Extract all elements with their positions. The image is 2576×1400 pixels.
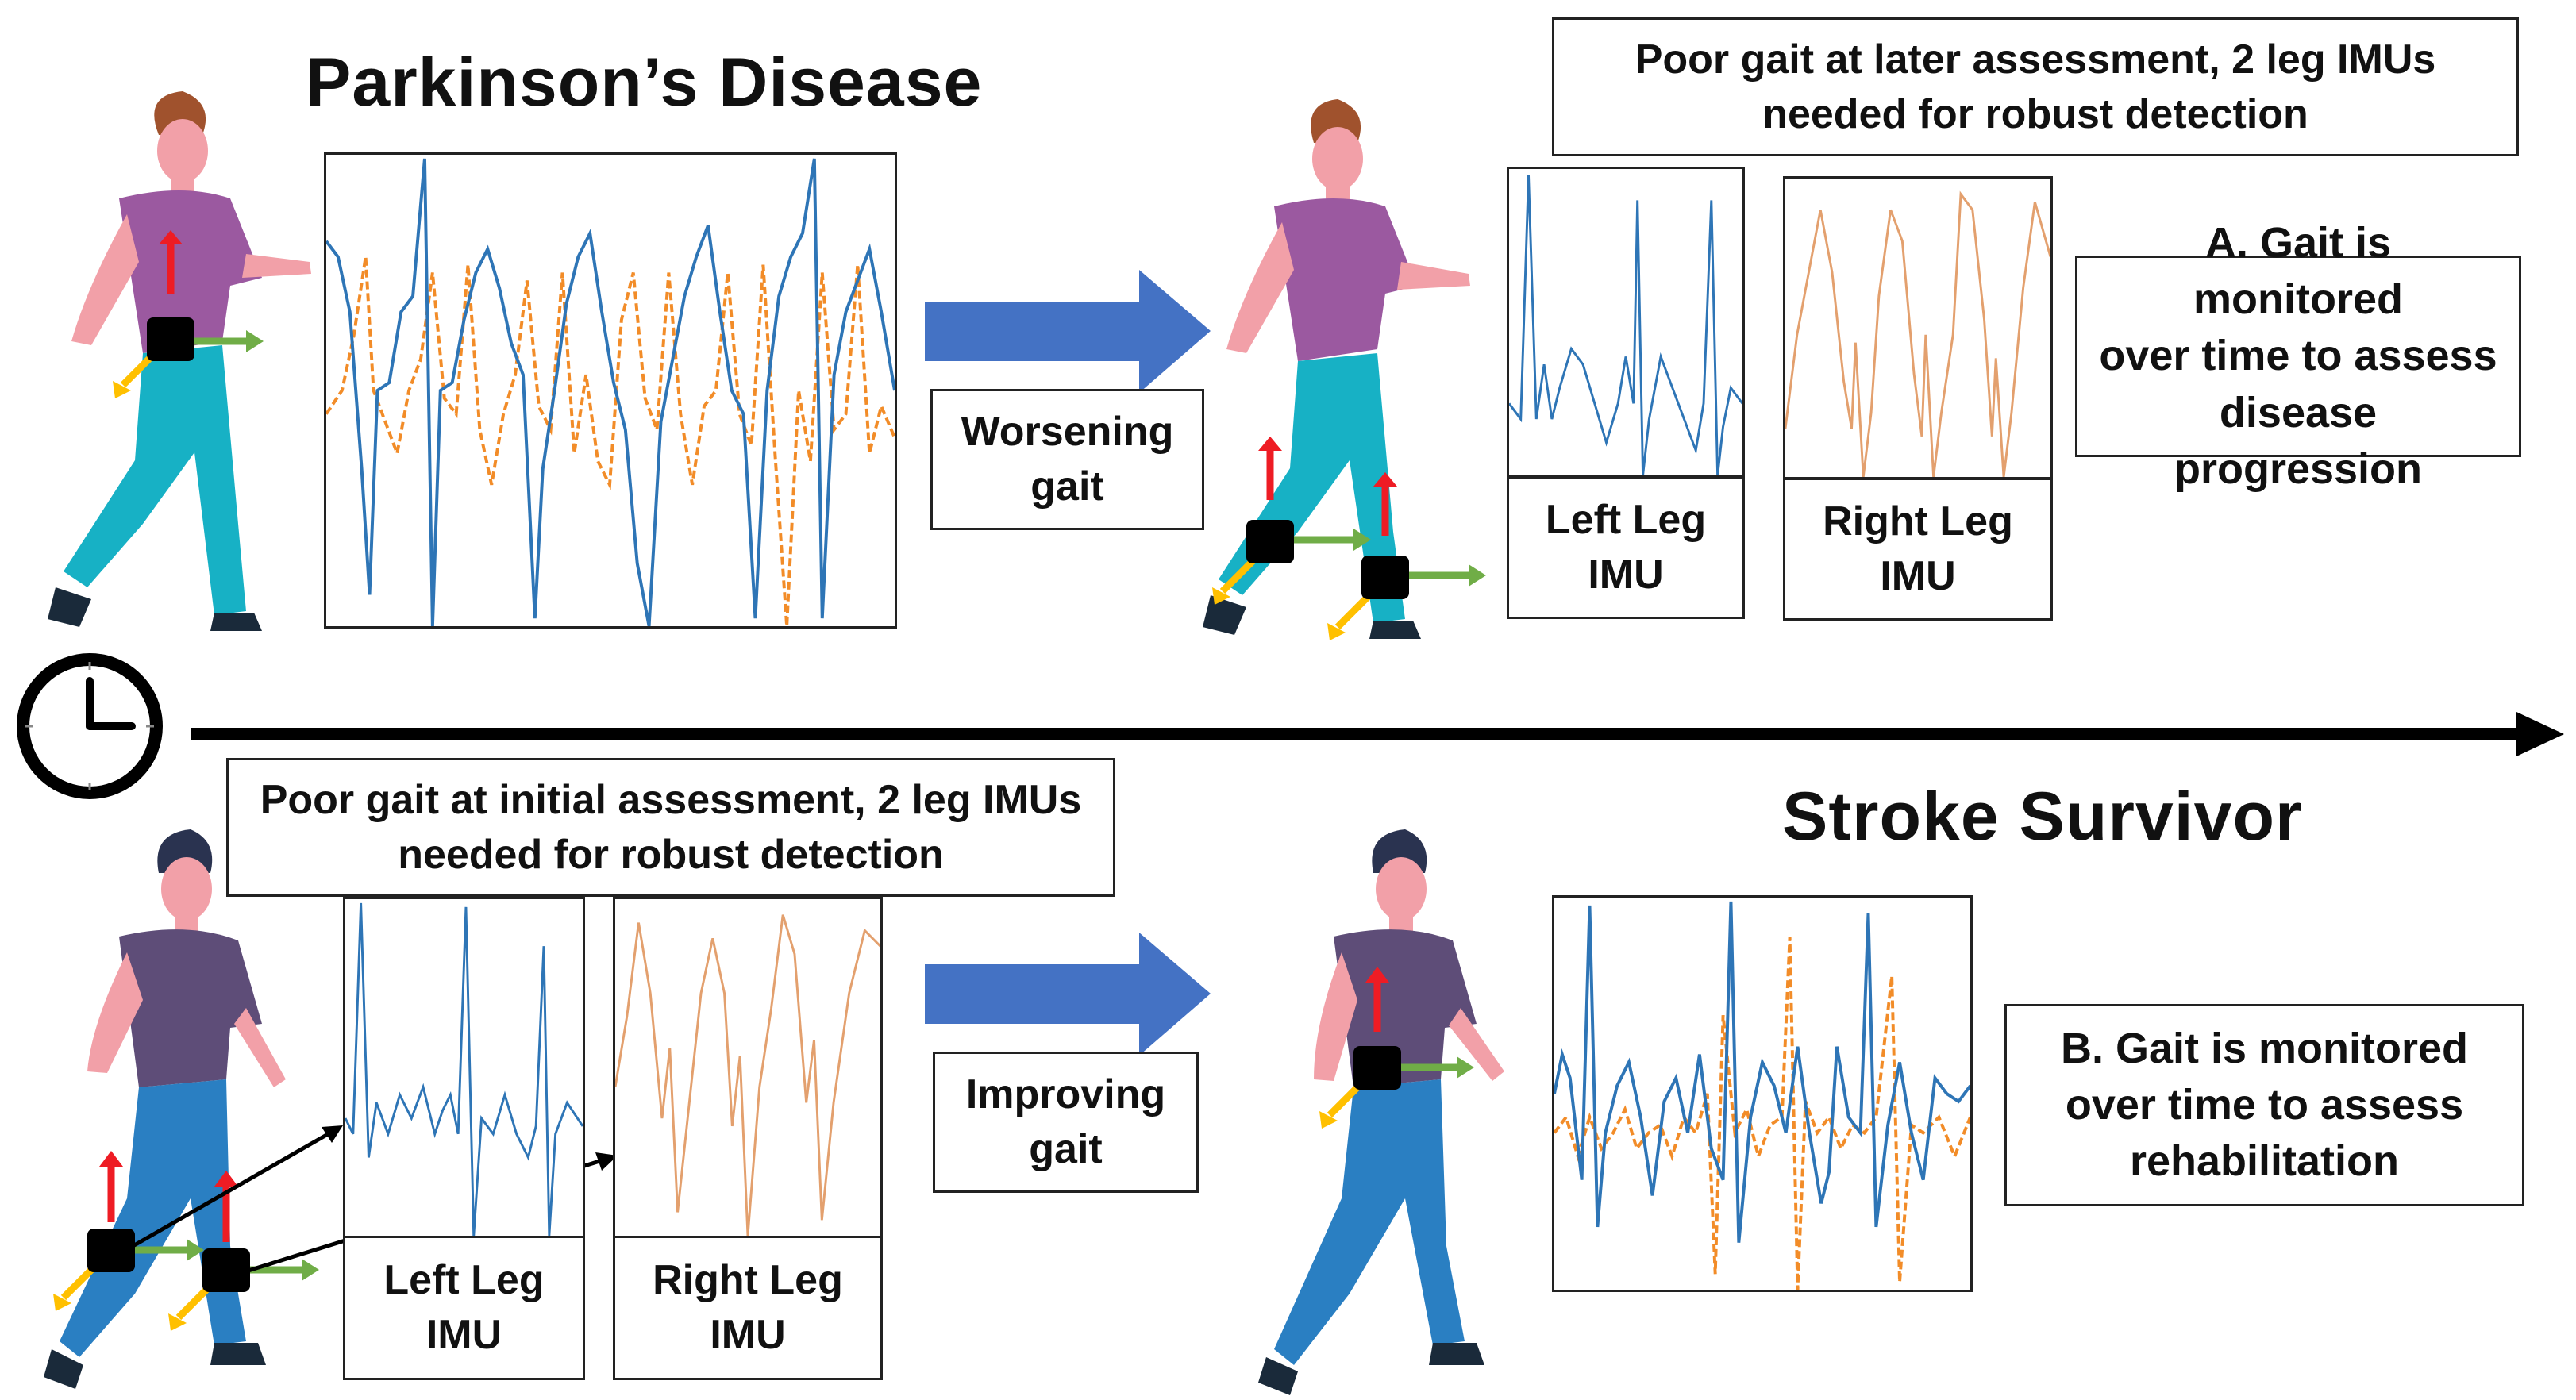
pd-right-leg-imu-label: Right Leg IMU xyxy=(1783,478,2053,621)
person-walking-icon xyxy=(32,817,333,1389)
stroke-summary-box: B. Gait is monitored over time to assess… xyxy=(2004,1004,2524,1206)
stroke-left-leg-plot xyxy=(343,897,585,1238)
stroke-left-leg-imu-label: Left Leg IMU xyxy=(343,1236,585,1380)
pd-summary-box: A. Gait is monitored over time to assess… xyxy=(2075,219,2521,493)
timeline-arrow xyxy=(191,710,2564,758)
signal-series-orange xyxy=(326,256,895,626)
pd-waist-imu-plot xyxy=(324,152,897,629)
clock-icon xyxy=(14,651,165,802)
stroke-title: Stroke Survivor xyxy=(1782,779,2303,855)
block-arrow-icon xyxy=(925,933,1211,1056)
improving-gait-label: Improving gait xyxy=(933,1052,1199,1193)
imu-sensor-icon xyxy=(1212,437,1371,605)
signal-series-blue xyxy=(326,158,895,626)
stroke-initial-assessment-note: Poor gait at initial assessment, 2 leg I… xyxy=(226,758,1115,897)
person-walking-icon xyxy=(24,79,325,651)
signal-series-blue xyxy=(1554,901,1970,1243)
block-arrow-icon xyxy=(925,270,1211,393)
stroke-waist-imu-plot xyxy=(1552,895,1973,1292)
stroke-right-leg-plot xyxy=(613,897,883,1238)
pd-right-leg-plot xyxy=(1783,176,2053,479)
pd-later-assessment-note: Poor gait at later assessment, 2 leg IMU… xyxy=(1552,17,2519,156)
pd-left-leg-plot xyxy=(1507,167,1745,478)
pd-left-leg-imu-label: Left Leg IMU xyxy=(1507,476,1745,619)
stroke-right-leg-imu-label: Right Leg IMU xyxy=(613,1236,883,1380)
imu-sensor-icon xyxy=(1319,967,1474,1129)
parkinsons-title: Parkinson’s Disease xyxy=(306,44,983,121)
imu-sensor-icon xyxy=(1327,472,1486,640)
worsening-gait-label: Worsening gait xyxy=(930,389,1204,530)
imu-sensor-icon xyxy=(168,1171,319,1331)
signal-series-orange xyxy=(1554,937,1970,1290)
imu-sensor-icon xyxy=(113,230,264,398)
